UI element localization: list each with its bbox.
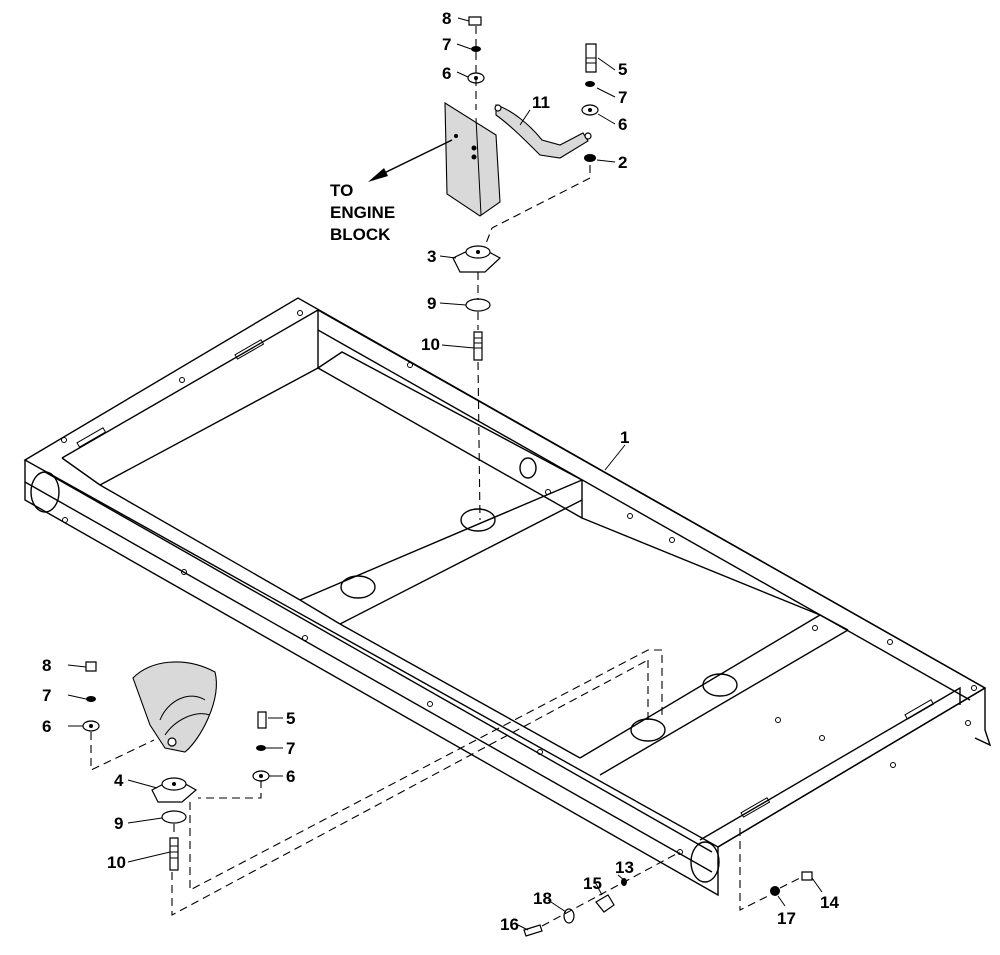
bolt-item-10 bbox=[169, 837, 179, 871]
callout-9-lower: 9 bbox=[114, 814, 123, 833]
callout-5-upper: 5 bbox=[618, 60, 627, 79]
frame-right-end bbox=[974, 688, 992, 747]
frame-top-outline bbox=[23, 297, 987, 848]
callout-1: 1 bbox=[620, 428, 629, 447]
callout-8-upper: 8 bbox=[442, 9, 451, 28]
lockwasher-item-7 bbox=[585, 81, 595, 87]
end-hardware bbox=[523, 828, 813, 937]
callout-6-lower: 6 bbox=[42, 717, 51, 736]
frame-inner-edge bbox=[61, 308, 319, 459]
nut-item-8 bbox=[85, 661, 97, 672]
cross-member-1 bbox=[316, 351, 583, 520]
frame-tube-hole-mid bbox=[519, 457, 537, 479]
washer-item-9 bbox=[161, 810, 187, 824]
engine-block-note: TO ENGINE BLOCK bbox=[330, 181, 395, 244]
upper-dashed-leaders bbox=[475, 26, 591, 521]
cross-member-2-end bbox=[819, 614, 849, 631]
lockwasher-item-7 bbox=[471, 46, 481, 52]
frame-tube-hole-right bbox=[690, 841, 720, 883]
lifting-bracket-item-11 bbox=[494, 104, 592, 159]
frame-slots bbox=[76, 339, 935, 818]
inner-floor-line-2 bbox=[339, 623, 581, 759]
callout-16: 16 bbox=[500, 915, 519, 934]
callout-7-lower: 7 bbox=[42, 686, 51, 705]
rear-rail-inner-lower bbox=[317, 329, 971, 701]
mount-hole bbox=[340, 575, 376, 599]
base-frame bbox=[23, 297, 992, 897]
note-line-3: BLOCK bbox=[330, 225, 391, 244]
callout-7-lower-right: 7 bbox=[286, 739, 295, 758]
frame-inner-floor-edge bbox=[99, 367, 319, 486]
callout-7-upper-right: 7 bbox=[618, 88, 627, 107]
arrow-to-engine-block bbox=[368, 139, 453, 182]
washer-item-9 bbox=[465, 298, 491, 312]
callout-6-lower-right: 6 bbox=[286, 767, 295, 786]
mount-hole bbox=[630, 718, 666, 742]
note-line-1: TO bbox=[330, 181, 353, 200]
callout-2: 2 bbox=[618, 153, 627, 172]
callout-6-upper-right: 6 bbox=[618, 115, 627, 134]
inner-floor-line-3 bbox=[581, 517, 821, 616]
callout-14: 14 bbox=[820, 893, 839, 912]
cross-member-1-side bbox=[299, 599, 341, 625]
callout-13: 13 bbox=[615, 858, 634, 877]
bolt-item-5 bbox=[257, 711, 267, 729]
rear-rail-inner bbox=[317, 309, 986, 689]
engine-bracket-lower bbox=[132, 661, 217, 753]
callout-5-lower: 5 bbox=[286, 709, 295, 728]
frame-tube-hole-left bbox=[30, 471, 60, 513]
bolt-item-10 bbox=[473, 331, 483, 361]
bolt-item-16 bbox=[523, 924, 543, 937]
callout-leaders bbox=[67, 17, 823, 931]
frame-inner-corner bbox=[61, 457, 101, 486]
cross-member-1-front bbox=[299, 479, 583, 601]
callout-6-upper: 6 bbox=[442, 64, 451, 83]
inner-floor-line-1 bbox=[99, 484, 301, 601]
callout-8-lower: 8 bbox=[42, 656, 51, 675]
cross-member-1-lower bbox=[339, 499, 583, 625]
lockwasher-item-17 bbox=[770, 886, 780, 896]
mount-hole bbox=[460, 508, 496, 532]
callout-7-upper: 7 bbox=[442, 35, 451, 54]
front-rail-face bbox=[24, 460, 719, 897]
callout-18: 18 bbox=[533, 889, 552, 908]
cross-member-2-front bbox=[579, 614, 821, 759]
nut-item-8 bbox=[468, 16, 482, 26]
callout-17: 17 bbox=[777, 909, 796, 928]
callout-labels: 8 7 6 5 7 6 11 2 3 9 10 1 8 7 6 5 7 6 4 … bbox=[42, 9, 839, 934]
clamp-item-15 bbox=[595, 894, 615, 913]
callout-10-lower: 10 bbox=[107, 853, 126, 872]
frame-end-cross-member bbox=[699, 686, 961, 841]
lockwasher-item-7 bbox=[256, 745, 266, 751]
nut-item-14 bbox=[801, 871, 813, 881]
upper-hardware-stack bbox=[452, 16, 599, 361]
spacer-item-2 bbox=[584, 154, 596, 162]
front-rail-mid-line bbox=[24, 481, 713, 873]
frame-front-end-edge bbox=[717, 687, 986, 848]
engine-bracket-upper bbox=[444, 101, 501, 217]
callout-9-upper: 9 bbox=[427, 294, 436, 313]
callout-15: 15 bbox=[583, 874, 602, 893]
callout-10-upper: 10 bbox=[421, 335, 440, 354]
note-line-2: ENGINE bbox=[330, 203, 395, 222]
lower-dashed-leaders bbox=[90, 649, 663, 916]
callout-3: 3 bbox=[427, 247, 436, 266]
frame-bolt-holes bbox=[61, 310, 977, 855]
front-rail-top-lip bbox=[44, 471, 713, 853]
callout-4: 4 bbox=[114, 771, 124, 790]
callout-11: 11 bbox=[532, 93, 550, 112]
mount-hole bbox=[702, 673, 738, 697]
lower-hardware-stack bbox=[82, 661, 270, 871]
cross-member-2-lower bbox=[599, 629, 849, 776]
lockwasher-item-7 bbox=[86, 696, 96, 702]
